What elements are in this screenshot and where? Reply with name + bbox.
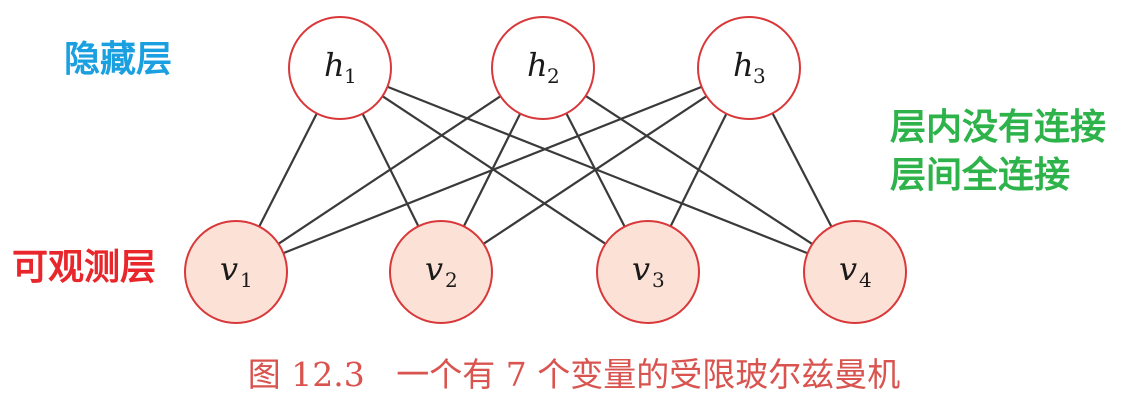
- node-circle: [389, 220, 493, 324]
- node-subscript: 2: [547, 64, 560, 88]
- node-subscript: 2: [445, 268, 458, 292]
- node-circle: [184, 220, 288, 324]
- edge-h3-v4: [771, 112, 833, 228]
- node-symbol: h: [324, 46, 345, 84]
- note-full-inter-layer: 层间全连接: [890, 155, 1071, 196]
- hidden-layer-label: 隐藏层: [64, 39, 173, 80]
- node-subscript: 1: [240, 268, 253, 292]
- node-circle: [697, 16, 801, 120]
- edge-h2-v1: [277, 95, 502, 245]
- node-circle: [596, 220, 700, 324]
- edges: [258, 85, 833, 255]
- note-no-intra-layer: 层内没有连接: [890, 107, 1107, 148]
- node-symbol: v: [425, 250, 443, 288]
- node-symbol: v: [220, 250, 238, 288]
- edge-h1-v4: [387, 85, 808, 255]
- visible-layer-label: 可观测层: [12, 247, 157, 288]
- connection-note: 层内没有连接 层间全连接: [890, 110, 1106, 206]
- node-subscript: 3: [753, 64, 766, 88]
- node-symbol: v: [839, 250, 857, 288]
- node-circle: [803, 220, 907, 324]
- edge-h3-v1: [282, 85, 703, 255]
- node-circle: [491, 16, 595, 120]
- node-subscript: 1: [344, 64, 357, 88]
- edge-h1-v1: [258, 112, 318, 228]
- node-symbol: h: [733, 46, 754, 84]
- node-subscript: 3: [652, 268, 665, 292]
- node-subscript: 4: [859, 268, 872, 292]
- edge-h3-v3: [669, 113, 728, 227]
- node-circle: [288, 16, 392, 120]
- node-symbol: h: [527, 46, 548, 84]
- edge-h3-v2: [482, 95, 708, 245]
- figure-caption: 图 12.3 一个有 7 个变量的受限玻尔兹曼机: [247, 355, 901, 394]
- node-symbol: v: [632, 250, 650, 288]
